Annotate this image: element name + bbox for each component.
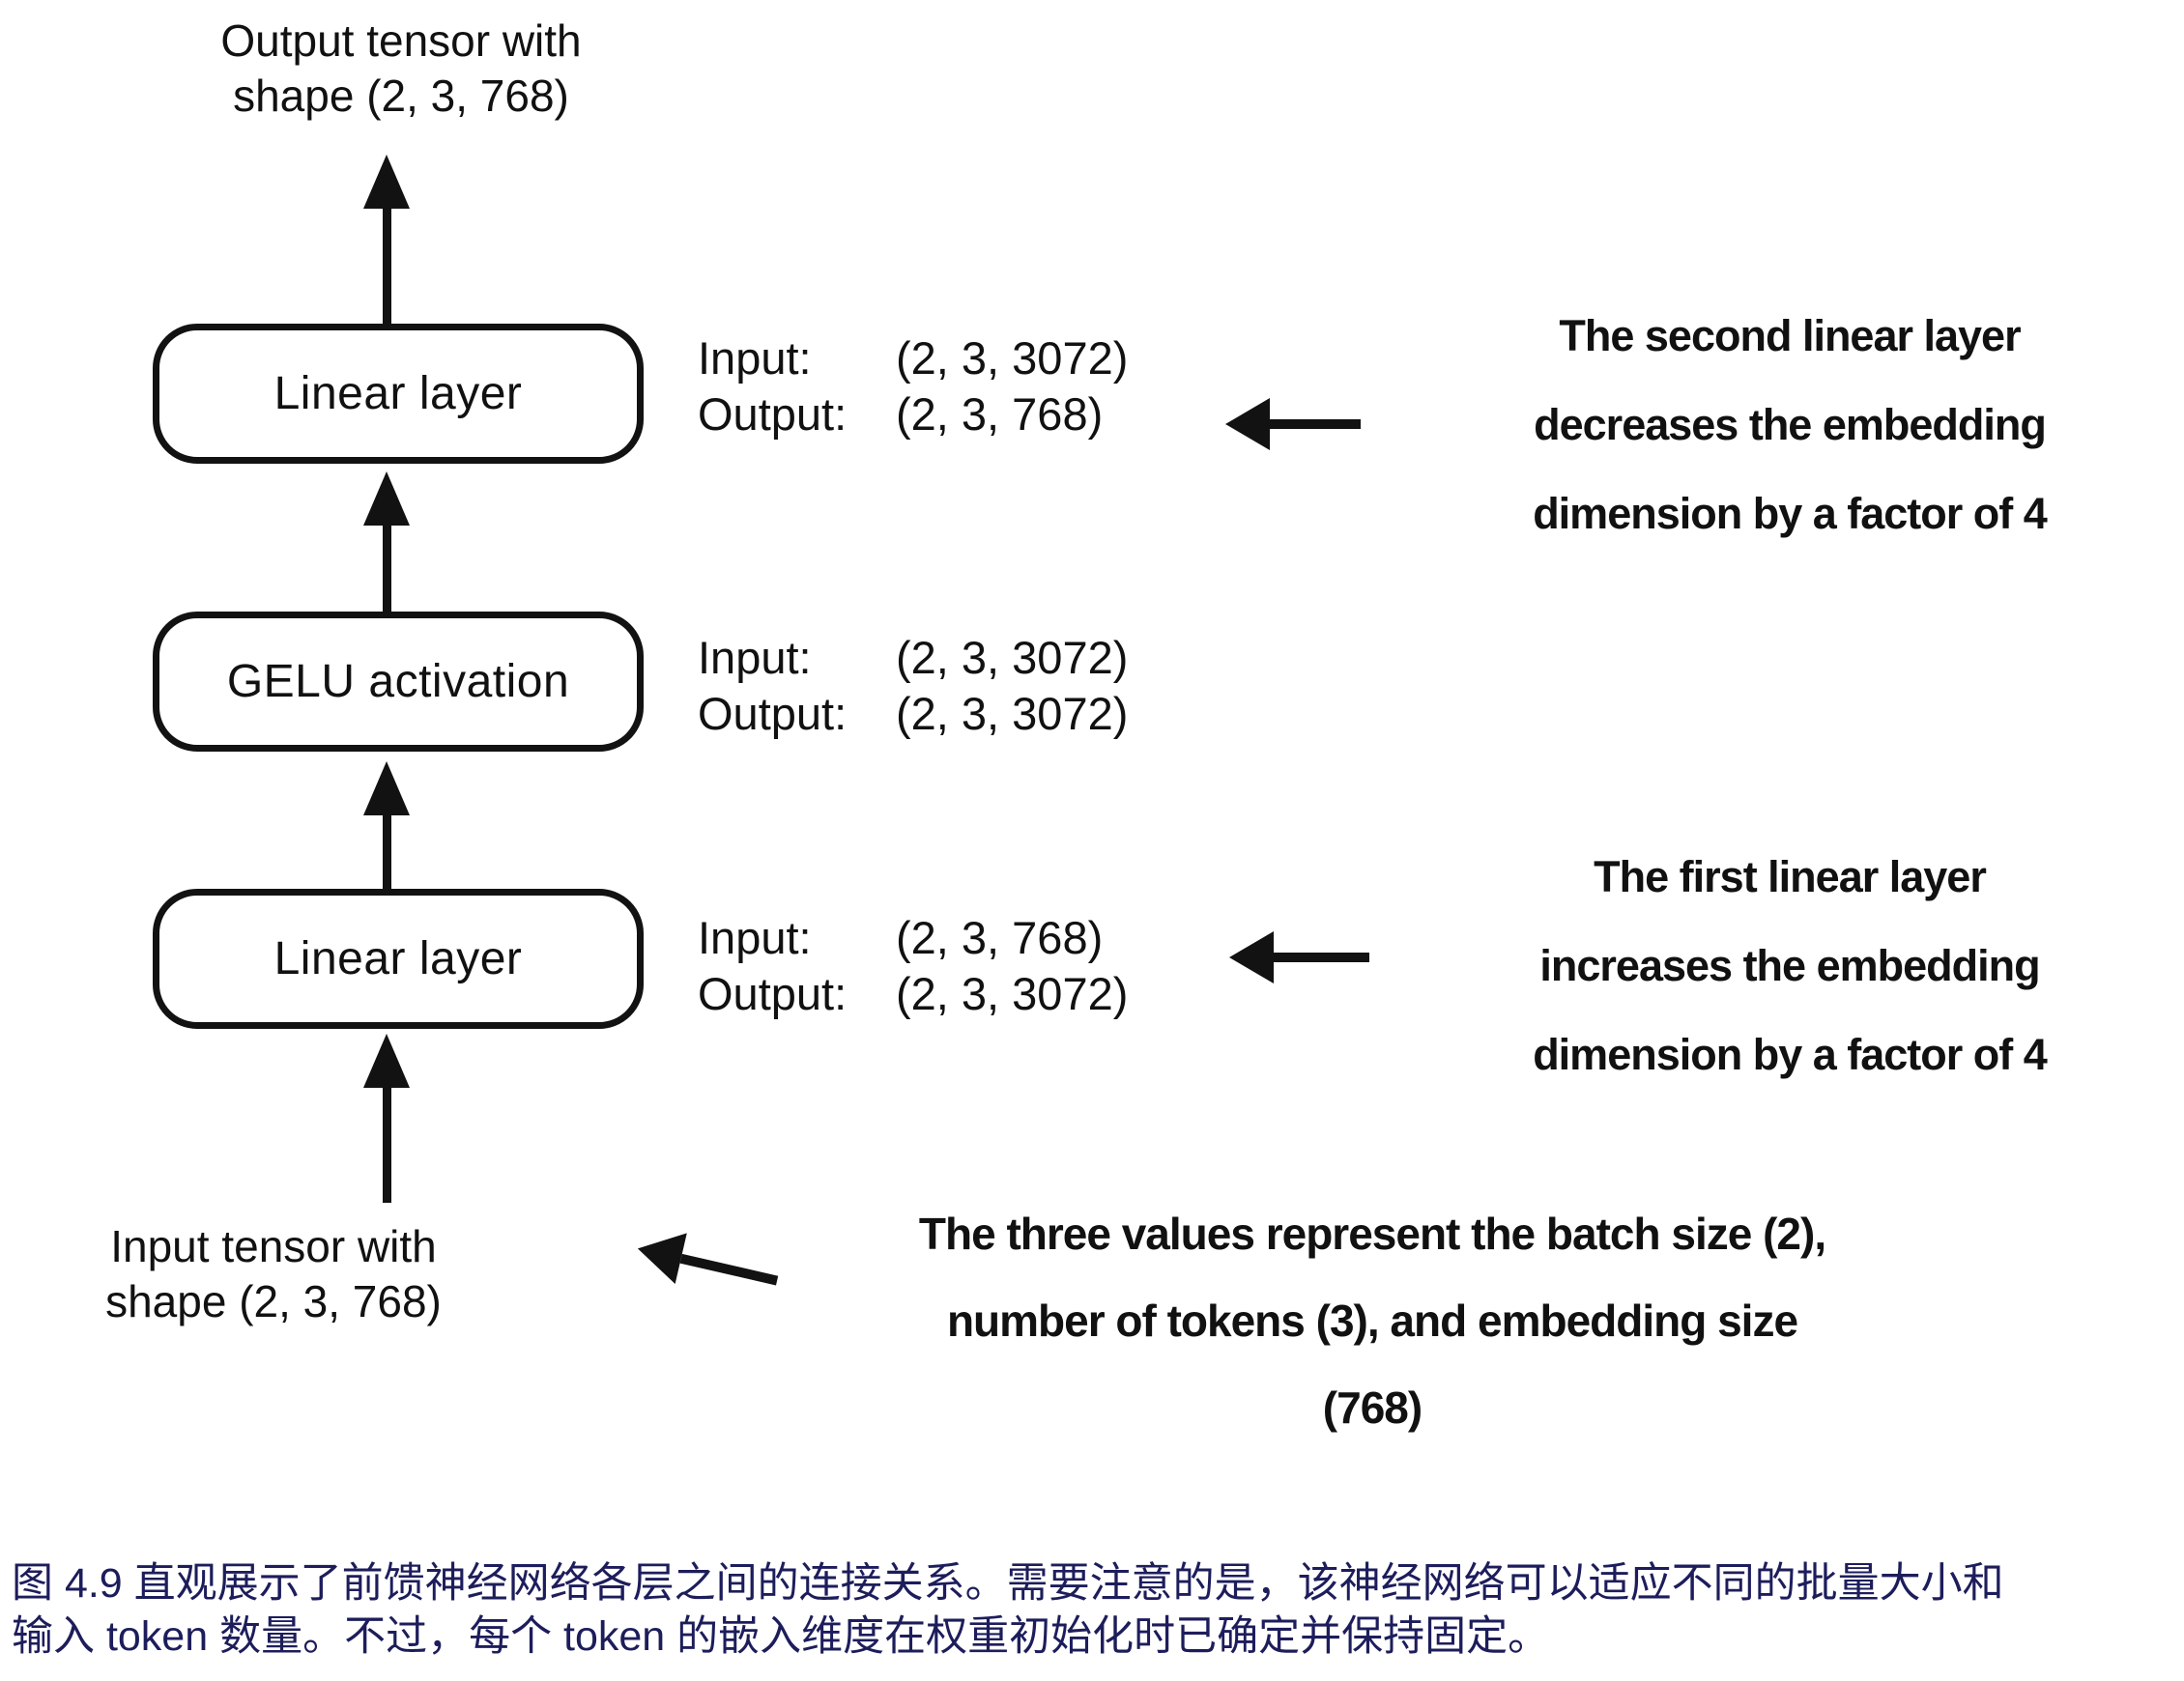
node-gelu-activation: GELU activation — [153, 612, 644, 752]
output-tensor-label-line2: shape (2, 3, 768) — [233, 71, 569, 121]
arrowhead — [1229, 931, 1274, 983]
node-linear-layer-top: Linear layer — [153, 324, 644, 464]
io-block-linear-bottom: Input: (2, 3, 768) Output: (2, 3, 3072) — [698, 910, 1128, 1022]
arrowhead — [631, 1223, 687, 1285]
input-tensor-label-line2: shape (2, 3, 768) — [105, 1276, 442, 1326]
node-label: GELU activation — [226, 656, 570, 707]
node-linear-layer-bottom: Linear layer — [153, 889, 644, 1029]
arrow-stem — [1274, 953, 1369, 962]
io-input-key: Input: — [698, 912, 812, 963]
io-output-value: (2, 3, 768) — [896, 388, 1104, 440]
annotation-line: (768) — [1322, 1382, 1422, 1433]
io-input-value: (2, 3, 3072) — [896, 632, 1129, 683]
io-output-value: (2, 3, 3072) — [896, 968, 1129, 1019]
input-tensor-label: Input tensor with shape (2, 3, 768) — [32, 1219, 515, 1329]
io-input-value: (2, 3, 768) — [896, 912, 1104, 963]
io-output-key: Output: — [698, 968, 848, 1019]
io-block-gelu: Input: (2, 3, 3072) Output: (2, 3, 3072) — [698, 630, 1128, 742]
annotation-first-linear: The first linear layer increases the emb… — [1461, 833, 2118, 1099]
arrow-stem — [382, 1088, 391, 1203]
figure-caption-line1: 图 4.9 直观展示了前馈神经网络各层之间的连接关系。需要注意的是，该神经网络可… — [12, 1560, 2004, 1607]
annotation-line: increases the embedding — [1539, 941, 2040, 990]
left-arrow-second-linear-icon — [1225, 398, 1361, 450]
annotation-second-linear: The second linear layer decreases the em… — [1461, 292, 2118, 558]
arrow-stem — [679, 1253, 779, 1286]
io-input-key: Input: — [698, 632, 812, 683]
node-label: Linear layer — [273, 368, 523, 419]
annotation-line: number of tokens (3), and embedding size — [946, 1296, 1798, 1346]
io-output-key: Output: — [698, 688, 848, 739]
io-block-linear-top: Input: (2, 3, 3072) Output: (2, 3, 768) — [698, 330, 1128, 442]
annotation-line: The first linear layer — [1594, 852, 1987, 901]
annotation-line: dimension by a factor of 4 — [1533, 489, 2048, 538]
annotation-line: The second linear layer — [1559, 311, 2021, 360]
arrowhead — [363, 1034, 410, 1088]
up-arrow-from-input-icon — [361, 1034, 412, 1203]
arrowhead — [363, 761, 410, 815]
arrow-stem — [382, 209, 391, 324]
annotation-line: decreases the embedding — [1534, 400, 2047, 449]
arrow-stem — [382, 526, 391, 612]
arrow-stem — [1270, 419, 1361, 429]
up-arrow-to-output-icon — [361, 155, 412, 324]
figure-caption-line2: 输入 token 数量。不过，每个 token 的嵌入维度在权重初始化时已确定并… — [12, 1613, 1550, 1660]
annotation-line: dimension by a factor of 4 — [1533, 1030, 2048, 1079]
io-output-value: (2, 3, 3072) — [896, 688, 1129, 739]
arrowhead — [363, 155, 410, 209]
figure-caption: 图 4.9 直观展示了前馈神经网络各层之间的连接关系。需要注意的是，该神经网络可… — [12, 1557, 2180, 1664]
input-tensor-label-line1: Input tensor with — [110, 1221, 437, 1271]
up-arrow-gelu-to-linear-icon — [361, 471, 412, 612]
arrowhead — [363, 471, 410, 526]
arrow-stem — [382, 815, 391, 889]
output-tensor-label: Output tensor with shape (2, 3, 768) — [111, 14, 691, 124]
output-tensor-label-line1: Output tensor with — [220, 15, 582, 66]
io-output-key: Output: — [698, 388, 848, 440]
node-label: Linear layer — [273, 933, 523, 984]
io-input-value: (2, 3, 3072) — [896, 332, 1129, 384]
io-input-key: Input: — [698, 332, 812, 384]
left-arrow-first-linear-icon — [1229, 931, 1369, 983]
arrowhead — [1225, 398, 1270, 450]
annotation-line: The three values represent the batch siz… — [918, 1209, 1826, 1259]
diagonal-arrow-to-input-icon — [631, 1223, 783, 1306]
up-arrow-linear-to-gelu-icon — [361, 761, 412, 889]
annotation-batch-values: The three values represent the batch siz… — [812, 1190, 1933, 1451]
